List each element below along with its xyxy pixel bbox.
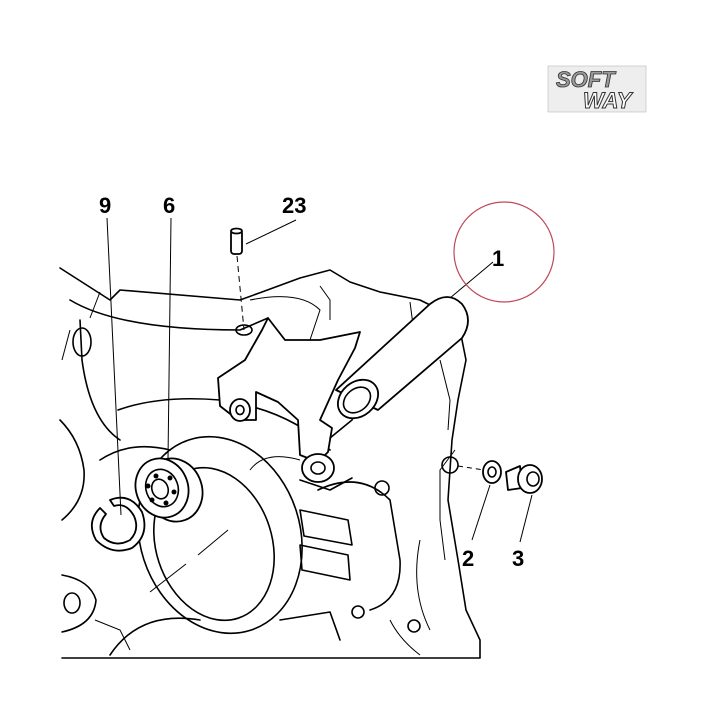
logo-line2: WAY xyxy=(583,88,634,113)
callout-23: 23 xyxy=(282,193,306,218)
part-3-bolt xyxy=(505,464,543,494)
part-1-shaft xyxy=(335,296,469,420)
part-9-circlip xyxy=(90,496,146,552)
highlight-circle xyxy=(453,201,555,303)
callout-1: 1 xyxy=(492,246,504,271)
part-6-bearing xyxy=(134,457,204,523)
housing-ribs xyxy=(249,456,401,641)
logo-line1: SOFT xyxy=(556,67,616,92)
bearing-bore xyxy=(99,397,331,635)
callout-2: 2 xyxy=(462,546,474,571)
callout-9: 9 xyxy=(99,193,111,218)
leader-lines xyxy=(106,217,533,543)
part-23-dowel-pin xyxy=(230,227,253,336)
callout-6: 6 xyxy=(163,193,175,218)
lever-bracket xyxy=(217,317,363,491)
part-2-washer xyxy=(457,460,502,484)
callout-labels: 1 2 3 6 9 23 xyxy=(99,193,524,571)
callout-3: 3 xyxy=(512,546,524,571)
softway-logo: SOFT WAY xyxy=(547,65,647,114)
